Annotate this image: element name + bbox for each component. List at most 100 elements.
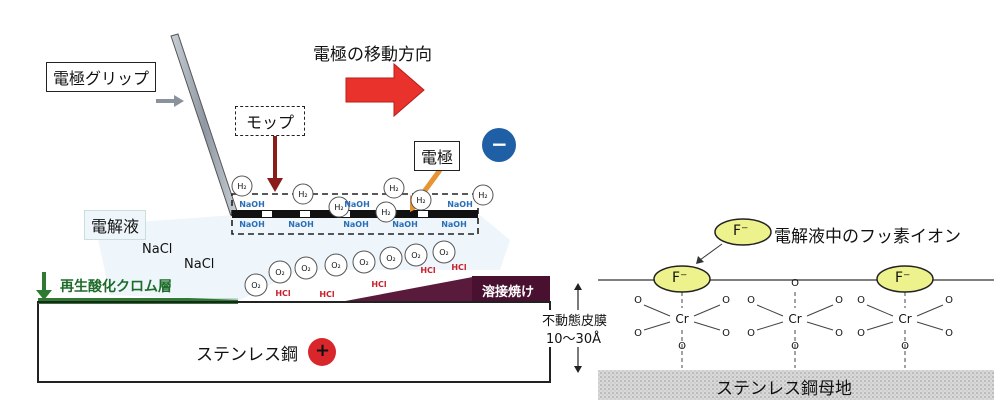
minus-circle	[482, 128, 516, 162]
nacl-label-2: NaCl	[184, 257, 215, 272]
oxygen-symbol: O	[945, 295, 953, 306]
naoh-symbol: NaOH	[392, 220, 418, 229]
fluoride-symbol-floating: F⁻	[733, 223, 749, 239]
lattice-bond	[866, 321, 894, 331]
move-direction-label: 電極の移動方向	[313, 45, 432, 65]
base-metal-label: ステンレス鋼母地	[716, 379, 852, 399]
regenerated-layer-label: 再生酸化クロム層	[60, 279, 172, 295]
nacl-label-1: NaCl	[142, 242, 173, 257]
oxygen-symbol: O	[901, 341, 909, 352]
oxygen-symbol: O	[722, 295, 730, 306]
base-metal	[598, 370, 994, 400]
h2-symbol: H₂	[334, 203, 343, 212]
electrode-grip-label: 電極グリップ	[46, 62, 157, 92]
fluoride-ion-floating	[714, 218, 772, 246]
o2-symbol: O₂	[411, 251, 421, 260]
hcl-symbol: HCl	[371, 280, 387, 289]
passive-film-label: 不動態皮膜	[542, 310, 608, 329]
oxygen-symbol: O	[634, 295, 642, 306]
naoh-symbol: NaOH	[288, 220, 314, 229]
oxygen-symbol: O	[722, 328, 730, 339]
h2-bubble	[375, 201, 397, 223]
h2-bubble	[472, 184, 494, 206]
lattice-bond	[643, 304, 671, 317]
o2-symbol: O₂	[331, 261, 341, 270]
h2-symbol: H₂	[416, 196, 425, 205]
o2-symbol: O₂	[359, 258, 369, 267]
lattice-bond	[806, 304, 834, 317]
lattice-bond	[806, 321, 834, 331]
fluoride-ion-label: 電解液中のフッ素イオン	[774, 227, 961, 247]
naoh-labels: NaOH NaOH NaOH NaOH NaOH NaOH NaOH NaOH	[239, 200, 473, 229]
oxygen-symbol: O	[835, 295, 843, 306]
fluoride-symbol-left: F⁻	[672, 270, 688, 286]
oxygen-symbol: O	[945, 328, 953, 339]
naoh-symbol: NaOH	[447, 200, 473, 209]
film-thickness-label: 10～30Å	[546, 328, 601, 347]
o2-bubble	[379, 246, 403, 270]
lattice-bond	[643, 321, 671, 331]
plus-circle	[308, 338, 336, 366]
o2-symbol: O₂	[439, 248, 449, 257]
oxygen-symbol: O	[747, 295, 755, 306]
o2-bubbles: O₂ O₂ O₂ O₂ O₂ O₂ O₂ O₂	[244, 240, 456, 297]
mop-label: モップ	[235, 106, 306, 136]
h2-bubble	[383, 177, 405, 199]
o2-symbol: O₂	[386, 254, 396, 263]
h2-symbol: H₂	[381, 208, 390, 217]
oxygen-symbol: O	[857, 328, 865, 339]
oxygen-symbol: O	[857, 295, 865, 306]
stainless-steel-block	[37, 301, 551, 383]
hcl-symbol: HCl	[451, 263, 467, 272]
oxygen-symbol: O	[835, 328, 843, 339]
oxygen-symbol: O	[791, 341, 799, 352]
naoh-symbol: NaOH	[239, 200, 265, 209]
fluoride-symbol-right: F⁻	[895, 270, 911, 286]
lattice-bond	[916, 321, 944, 331]
plus-symbol: +	[315, 340, 331, 361]
naoh-symbol: NaOH	[239, 220, 265, 229]
lattice-bond	[693, 304, 721, 317]
h2-symbol: H₂	[389, 184, 398, 193]
o2-symbol: O₂	[301, 264, 311, 273]
minus-symbol: −	[491, 132, 508, 156]
h2-bubble	[410, 189, 432, 211]
hcl-symbol: HCl	[420, 266, 436, 275]
lattice-bond	[756, 304, 784, 317]
h2-bubble	[231, 175, 253, 197]
naoh-symbol: NaOH	[344, 200, 370, 209]
o2-bubble	[294, 256, 318, 280]
o2-bubble	[404, 243, 428, 267]
o2-bubble	[244, 273, 268, 297]
o2-bubble	[268, 260, 292, 284]
h2-symbol: H₂	[478, 191, 487, 200]
h2-bubble	[328, 196, 350, 218]
h2-symbol: H₂	[298, 190, 307, 199]
o2-bubble	[352, 250, 376, 274]
electrode-bar	[232, 210, 478, 218]
oxygen-symbol: O	[678, 341, 686, 352]
naoh-symbol: NaOH	[441, 220, 467, 229]
weld-burn-label: 溶接焼け	[482, 285, 535, 300]
lattice-bond	[756, 321, 784, 331]
lattice-bond	[866, 304, 894, 317]
weld-burn-box	[472, 276, 550, 302]
lattice-bond	[693, 321, 721, 331]
fluoride-ion-right	[876, 265, 934, 293]
fluoride-ion-left	[653, 265, 711, 293]
naoh-symbol: NaOH	[343, 220, 369, 229]
electrode-label: 電極	[414, 141, 461, 171]
o2-symbol: O₂	[251, 281, 261, 290]
oxygen-symbol: O	[634, 328, 642, 339]
chromium-symbol: Cr	[788, 312, 801, 326]
oxygen-symbol: O	[791, 278, 799, 289]
o2-bubble	[324, 253, 348, 277]
hcl-symbol: HCl	[319, 290, 335, 299]
oxygen-symbol: O	[747, 328, 755, 339]
o2-symbol: O₂	[275, 268, 285, 277]
